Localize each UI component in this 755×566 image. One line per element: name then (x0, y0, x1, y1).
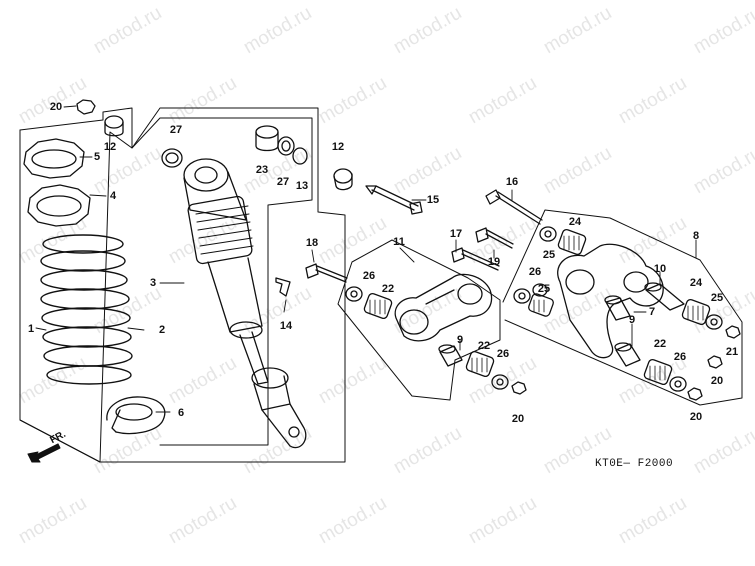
assembly-outline-8 (502, 209, 743, 406)
callout-27-left: 27 (169, 124, 183, 136)
nut-20-c (707, 355, 723, 369)
callout-13: 13 (295, 180, 309, 192)
callout-12-right: 12 (331, 141, 345, 153)
nut-20-d (687, 387, 703, 401)
callout-21: 21 (725, 346, 739, 358)
bearing-24-a (557, 228, 587, 256)
diagram-code: KT0E— F2000 (595, 458, 674, 470)
callout-5: 5 (93, 151, 101, 163)
callout-17: 17 (449, 228, 463, 240)
callout-14: 14 (279, 320, 293, 332)
callout-1: 1 (27, 323, 35, 335)
callout-22-b: 22 (477, 340, 491, 352)
callout-8: 8 (692, 230, 700, 242)
callout-18: 18 (305, 237, 319, 249)
collar-10 (644, 282, 685, 311)
bushing-27-right (277, 136, 295, 156)
bolt-17 (451, 247, 500, 271)
callout-24-a: 24 (568, 216, 582, 228)
nut-20-top (76, 99, 96, 115)
callout-26-d: 26 (673, 351, 687, 363)
bearing-24-b (681, 298, 711, 326)
bushing-27-left (161, 148, 183, 168)
nut-20-b (511, 381, 527, 395)
callout-26-a: 26 (362, 270, 376, 282)
callout-27-right: 27 (276, 176, 290, 188)
shock-spring (40, 234, 133, 385)
shock-arm-8 (557, 243, 664, 359)
callout-2: 2 (158, 324, 166, 336)
callout-25-b: 25 (537, 283, 551, 295)
callout-22-a: 22 (381, 283, 395, 295)
assembly-outline-1-frame (19, 107, 346, 463)
shock-damper-body (183, 158, 307, 449)
shock-link-11 (394, 273, 493, 342)
callout-20-top: 20 (49, 101, 63, 113)
seal-25-a (539, 226, 557, 242)
callout-20-c: 20 (710, 375, 724, 387)
callout-4: 4 (109, 190, 117, 202)
leader-lines (35, 105, 697, 413)
callout-26-b: 26 (496, 348, 510, 360)
collar-9-left (438, 344, 463, 367)
collar-23 (255, 125, 279, 152)
callout-11: 11 (393, 236, 405, 248)
callout-6: 6 (177, 407, 185, 419)
assembly-outline-11 (337, 239, 501, 401)
callout-9-left: 9 (456, 334, 464, 346)
callout-16: 16 (505, 176, 519, 188)
collar-9-right (614, 342, 641, 367)
callout-19: 19 (487, 256, 501, 268)
callout-23: 23 (255, 164, 269, 176)
callout-7: 7 (648, 306, 656, 318)
bearing-22-c (528, 293, 554, 317)
callout-10: 10 (653, 263, 667, 275)
bearing-22-d (643, 358, 673, 386)
spring-seat-6 (106, 396, 166, 435)
callout-20-b: 20 (511, 413, 525, 425)
bearing-22-b (465, 350, 495, 378)
callout-15: 15 (426, 194, 440, 206)
cap-12-right (333, 168, 353, 191)
bolt-18 (305, 263, 348, 283)
assembly-outline-3 (131, 117, 313, 446)
callout-12-left: 12 (103, 141, 117, 153)
seal-26-a (345, 286, 363, 302)
callout-20-d: 20 (689, 411, 703, 423)
bearing-22-a (363, 292, 393, 320)
callout-25-c: 25 (710, 292, 724, 304)
callout-22-c: 22 (653, 338, 667, 350)
clip-14 (275, 277, 291, 297)
spring-adjust-nut-4 (27, 184, 91, 227)
nut-21 (725, 325, 741, 339)
seal-26-d (669, 376, 687, 392)
callout-24-b: 24 (689, 277, 703, 289)
seal-25-c (705, 314, 723, 330)
bolt-15 (365, 185, 423, 215)
bolt-16 (485, 189, 543, 225)
callout-3: 3 (149, 277, 157, 289)
callout-9-right: 9 (628, 314, 636, 326)
callout-25-a: 25 (542, 249, 556, 261)
front-direction-arrow (27, 443, 61, 463)
callout-26-c: 26 (528, 266, 542, 278)
seal-25-b (532, 283, 548, 297)
cap-12-left (104, 115, 124, 137)
seal-13 (292, 147, 308, 165)
spring-lock-nut-5 (23, 138, 85, 179)
bolt-19 (475, 227, 514, 249)
seal-26-c (513, 288, 531, 304)
seal-26-b (491, 374, 509, 390)
collar-7 (604, 295, 631, 321)
